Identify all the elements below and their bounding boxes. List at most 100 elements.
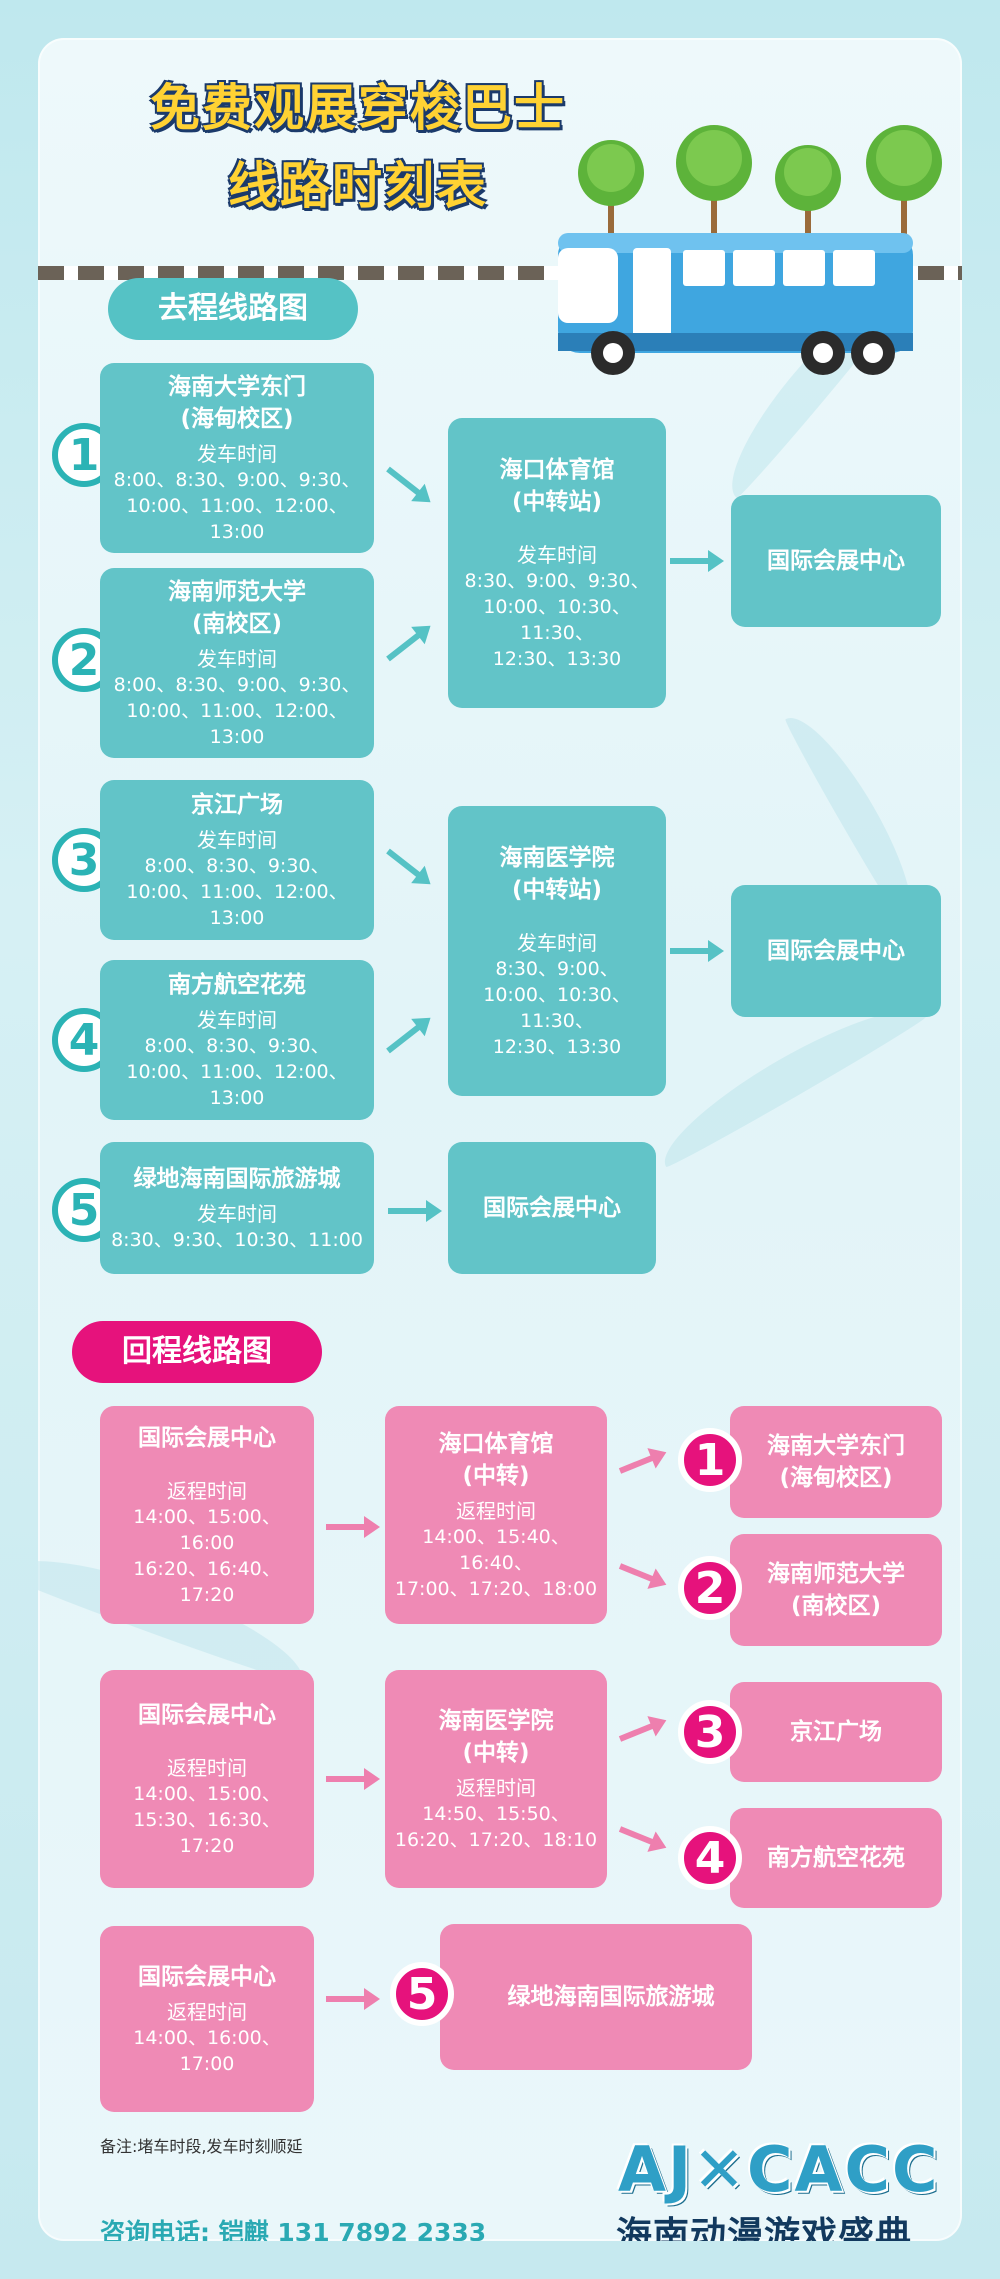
route-1-origin: 海南大学东门 (海甸校区) 发车时间 8:00、8:30、9:00、9:30、 … [100, 363, 374, 553]
outbound-section-header: 去程线路图 [108, 278, 358, 340]
departure-times: 8:30、9:30、10:30、11:00 [111, 1229, 363, 1251]
stop-name: 绿地海南国际旅游城 [133, 1166, 341, 1192]
route-4-origin: 南方航空花苑 发车时间 8:00、8:30、9:30、 10:00、11:00、… [100, 960, 374, 1120]
stop-name: 海南师范大学 [168, 579, 306, 605]
time-label: 发车时间 [197, 1202, 277, 1226]
stop-name: 南方航空花苑 [767, 1845, 905, 1871]
stop-subname: (南校区) [790, 1593, 882, 1619]
contact-phone: 咨询电话: 铠麒 131 7892 2333 [100, 2218, 487, 2241]
origin-name: 国际会展中心 [138, 1702, 276, 1728]
departure-times: 8:00、8:30、9:30、 [144, 1035, 330, 1057]
brand-logo-subtitle: 海南动漫游戏盛典 [616, 2215, 913, 2241]
page-title-line2: 线路时刻表 [228, 157, 488, 215]
arrow-icon [326, 1988, 380, 2010]
stop-subname: (南校区) [191, 611, 283, 637]
origin-name: 国际会展中心 [138, 1425, 276, 1451]
return-times: 16:20、16:40、17:20 [133, 1558, 281, 1606]
departure-times: 10:00、11:00、12:00、13:00 [126, 1061, 348, 1109]
bus-icon [558, 233, 913, 375]
stop-name: 海南大学东门 [168, 374, 306, 400]
return-times: 17:00、17:20、18:00 [394, 1578, 598, 1600]
stop-name: 海南师范大学 [767, 1561, 905, 1587]
return-times: 14:00、16:00、17:00 [133, 2027, 281, 2075]
departure-times: 8:00、8:30、9:00、9:30、 [113, 674, 361, 696]
stop-subname: (海甸校区) [779, 1465, 893, 1491]
destination-name: 国际会展中心 [483, 1195, 621, 1221]
stop-number-badge: 5 [390, 1962, 454, 2026]
stop-number-badge: 1 [678, 1428, 742, 1492]
return-times: 14:00、15:00、 [133, 1783, 281, 1805]
return-times: 16:20、17:20、18:10 [394, 1829, 598, 1851]
arrow-icon [618, 1722, 655, 1742]
departure-times: 8:00、8:30、9:00、9:30、 [113, 469, 361, 491]
time-label: 发车时间 [197, 647, 277, 671]
arrow-icon [618, 1454, 655, 1474]
time-label: 发车时间 [197, 828, 277, 852]
return-times: 14:00、15:00、16:00 [133, 1506, 281, 1554]
time-label: 返程时间 [456, 1499, 536, 1523]
departure-times: 10:00、11:00、12:00、13:00 [126, 495, 348, 543]
arrow-icon [670, 550, 724, 572]
departure-times: 8:30、9:00、 [495, 958, 619, 980]
time-label: 返程时间 [456, 1776, 536, 1800]
return-origin-1: 国际会展中心 返程时间 14:00、15:00、16:00 16:20、16:4… [100, 1406, 314, 1624]
hub-name: 海南医学院 [438, 1708, 554, 1734]
stop-subname: (海甸校区) [180, 406, 294, 432]
arrow-icon [618, 1563, 655, 1583]
route-5-origin: 绿地海南国际旅游城 发车时间 8:30、9:30、10:30、11:00 [100, 1142, 374, 1274]
arrow-icon [386, 466, 422, 496]
time-label: 返程时间 [167, 1756, 247, 1780]
hub-subname: (中转) [462, 1740, 530, 1766]
return-times: 14:50、15:50、 [422, 1803, 570, 1825]
hub-subname: (中转站) [511, 489, 603, 515]
departure-times: 10:00、10:30、11:30、 [483, 984, 631, 1032]
return-times: 14:00、15:40、16:40、 [422, 1526, 570, 1574]
time-label: 返程时间 [167, 2000, 247, 2024]
return-stop-1: 海南大学东门 (海甸校区) [730, 1406, 942, 1518]
page-title-line1: 免费观展穿梭巴士 [150, 79, 566, 137]
departure-times: 12:30、13:30 [492, 648, 622, 670]
tree-icon [578, 125, 942, 268]
outbound-hub-1: 海口体育馆 (中转站) 发车时间 8:30、9:00、9:30、 10:00、1… [448, 418, 666, 708]
hub-name: 海南医学院 [499, 845, 615, 871]
time-label: 发车时间 [517, 931, 597, 955]
outbound-destination-2: 国际会展中心 [731, 885, 941, 1017]
arrow-icon [670, 940, 724, 962]
footer-note: 备注:堵车时段,发车时刻顺延 [100, 2137, 303, 2156]
route-2-origin: 海南师范大学 (南校区) 发车时间 8:00、8:30、9:00、9:30、 1… [100, 568, 374, 758]
brand-logo: AJ✕CACC [618, 2133, 940, 2206]
outbound-hub-2: 海南医学院 (中转站) 发车时间 8:30、9:00、 10:00、10:30、… [448, 806, 666, 1096]
arrow-icon [618, 1826, 655, 1846]
route-3-origin: 京江广场 发车时间 8:00、8:30、9:30、 10:00、11:00、12… [100, 780, 374, 940]
return-stop-2: 海南师范大学 (南校区) [730, 1534, 942, 1646]
stop-number-badge: 4 [678, 1826, 742, 1890]
departure-times: 12:30、13:30 [492, 1036, 622, 1058]
time-label: 返程时间 [167, 1479, 247, 1503]
hub-subname: (中转站) [511, 877, 603, 903]
arrow-icon [386, 632, 422, 662]
time-label: 发车时间 [197, 1008, 277, 1032]
return-origin-3: 国际会展中心 返程时间 14:00、16:00、17:00 [100, 1926, 314, 2112]
stop-name: 绿地海南国际旅游城 [507, 1984, 715, 2010]
stop-name: 海南大学东门 [767, 1433, 905, 1459]
departure-times: 8:00、8:30、9:30、 [144, 855, 330, 877]
time-label: 发车时间 [517, 543, 597, 567]
hub-subname: (中转) [462, 1463, 530, 1489]
return-stop-3: 京江广场 [730, 1682, 942, 1782]
arrow-icon [326, 1768, 380, 1790]
origin-name: 国际会展中心 [138, 1964, 276, 1990]
stop-name: 京江广场 [191, 792, 283, 818]
departure-times: 10:00、10:30、11:30、 [483, 596, 631, 644]
destination-name: 国际会展中心 [767, 548, 905, 574]
outbound-destination-3: 国际会展中心 [448, 1142, 656, 1274]
return-times: 15:30、16:30、17:20 [133, 1809, 281, 1857]
stop-number-badge: 3 [678, 1700, 742, 1764]
return-hub-2: 海南医学院 (中转) 返程时间 14:50、15:50、 16:20、17:20… [385, 1670, 607, 1888]
return-section-header: 回程线路图 [72, 1321, 322, 1383]
outbound-destination-1: 国际会展中心 [731, 495, 941, 627]
departure-times: 8:30、9:00、9:30、 [464, 570, 650, 592]
arrow-icon [386, 848, 422, 878]
return-stop-4: 南方航空花苑 [730, 1808, 942, 1908]
departure-times: 10:00、11:00、12:00、13:00 [126, 881, 348, 929]
return-stop-5: 绿地海南国际旅游城 [440, 1924, 752, 2070]
